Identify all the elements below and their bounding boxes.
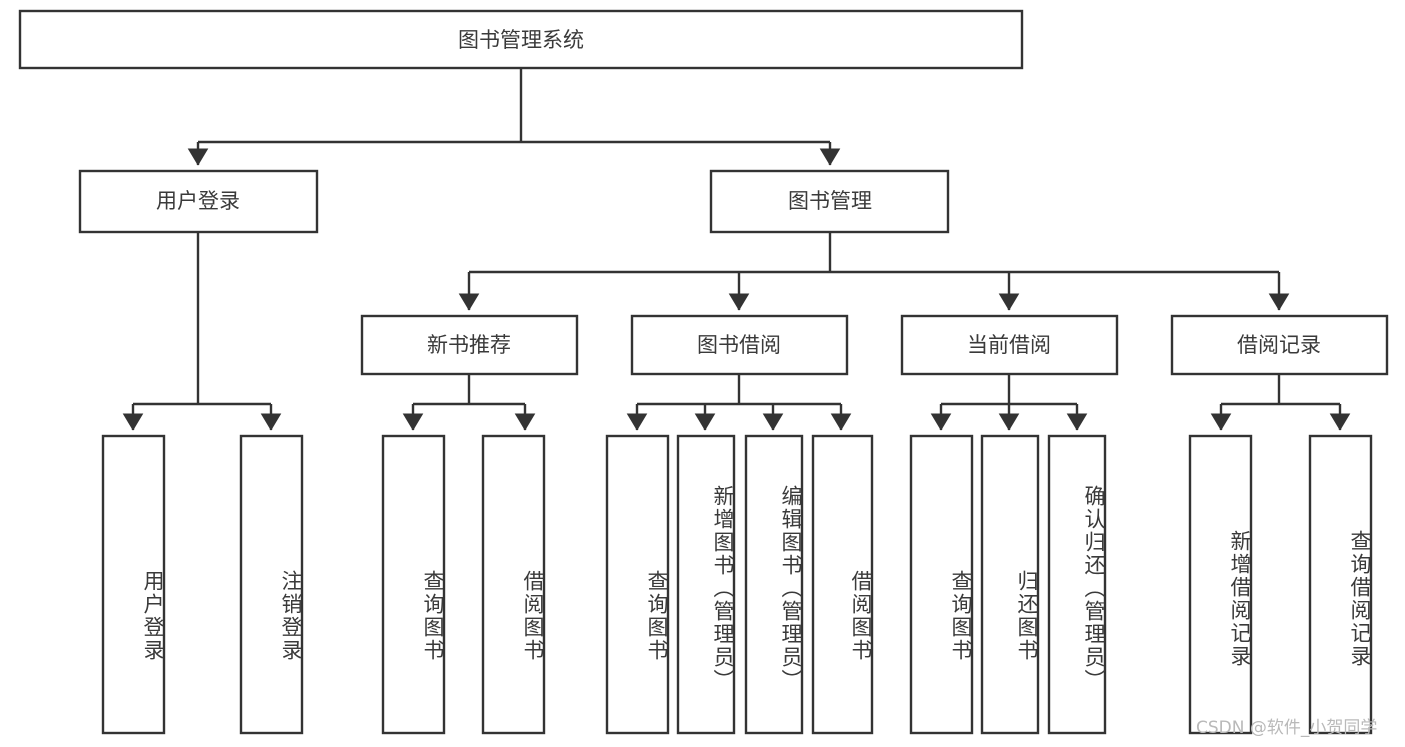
leaf-box-user-login[interactable] xyxy=(101,434,166,735)
leaf-box-query-book-3[interactable] xyxy=(909,434,974,735)
leaf-box-add-book-admin[interactable] xyxy=(676,434,736,735)
connector-group-userlogin-to-leaves xyxy=(122,232,282,431)
node-current-borrow[interactable]: 当前借阅 xyxy=(900,314,1119,376)
node-root-label: 图书管理系统 xyxy=(458,28,584,52)
connector-group-newbook-to-leaves xyxy=(402,374,536,431)
node-book-borrow-label: 图书借阅 xyxy=(697,333,781,357)
leaf-node-group xyxy=(101,434,1373,735)
node-book-management-label: 图书管理 xyxy=(788,189,872,213)
node-book-borrow[interactable]: 图书借阅 xyxy=(630,314,849,376)
node-borrow-records[interactable]: 借阅记录 xyxy=(1170,314,1389,376)
leaf-box-query-record[interactable] xyxy=(1308,434,1373,735)
leaf-box-query-book-2[interactable] xyxy=(605,434,670,735)
connector-group-current-to-leaves xyxy=(930,374,1088,431)
leaf-box-return-book[interactable] xyxy=(980,434,1040,735)
node-new-book-recommend-label: 新书推荐 xyxy=(427,333,511,357)
connector-group-root-to-level2 xyxy=(187,68,841,166)
leaf-box-borrow-book-1[interactable] xyxy=(481,434,546,735)
csdn-watermark: CSDN @软件_小贺同学 xyxy=(1196,718,1378,738)
node-user-login-label: 用户登录 xyxy=(156,189,240,213)
node-root[interactable]: 图书管理系统 xyxy=(18,9,1024,70)
connector-group-borrow-to-leaves xyxy=(626,374,852,431)
connector-group-records-to-leaves xyxy=(1210,374,1351,431)
node-user-login[interactable]: 用户登录 xyxy=(78,169,319,234)
leaf-box-borrow-book-2[interactable] xyxy=(811,434,874,735)
leaf-box-edit-book-admin[interactable] xyxy=(744,434,804,735)
leaf-box-add-record[interactable] xyxy=(1188,434,1253,735)
node-book-management[interactable]: 图书管理 xyxy=(709,169,950,234)
node-new-book-recommend[interactable]: 新书推荐 xyxy=(360,314,579,376)
leaf-box-logout[interactable] xyxy=(239,434,304,735)
leaf-box-query-book-1[interactable] xyxy=(381,434,446,735)
node-borrow-records-label: 借阅记录 xyxy=(1237,333,1321,357)
node-current-borrow-label: 当前借阅 xyxy=(967,333,1051,357)
leaf-box-confirm-return[interactable] xyxy=(1047,434,1107,735)
connector-group-bookmgmt-to-level3 xyxy=(458,232,1290,311)
